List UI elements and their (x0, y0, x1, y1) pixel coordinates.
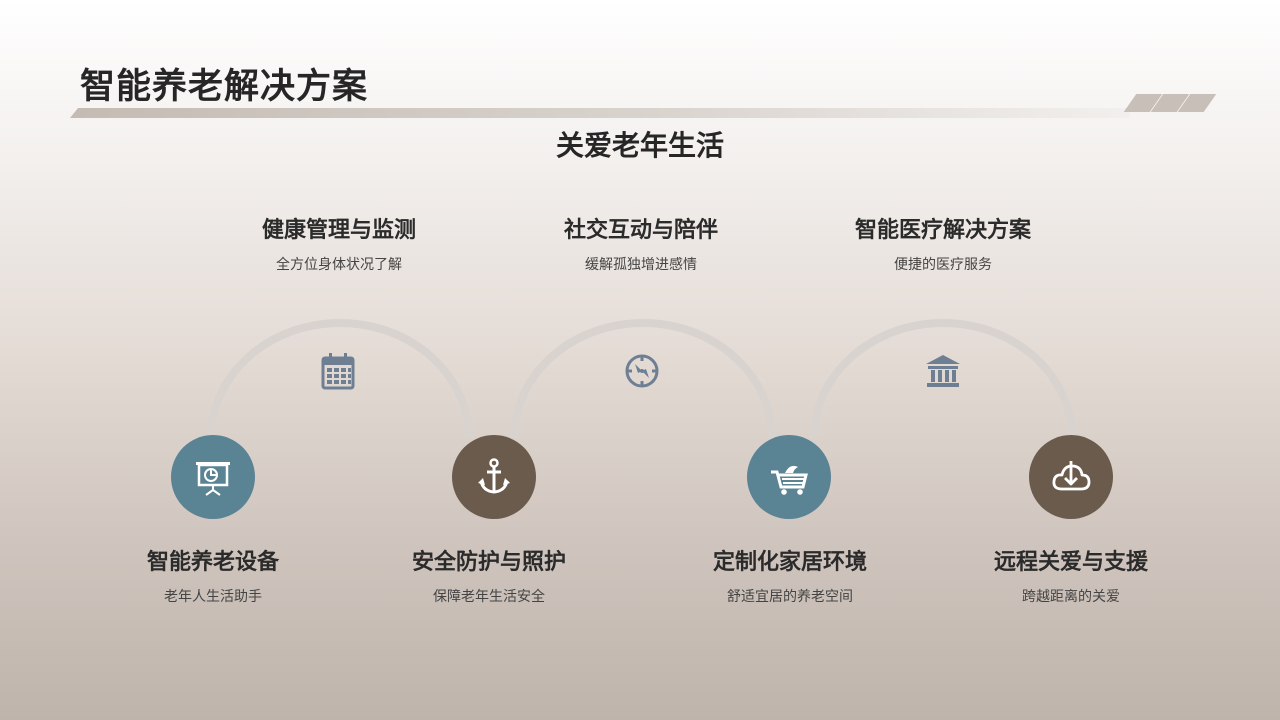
bank-icon (923, 351, 963, 391)
presentation-chart-icon (196, 462, 230, 496)
subtitle: 关爱老年生活 (555, 129, 724, 162)
title-underline (70, 108, 1130, 118)
bottom-item-desc: 舒适宜居的养老空间 (727, 589, 853, 605)
calendar-icon (318, 351, 358, 391)
page-title: 智能养老解决方案 (80, 67, 369, 107)
top-item-heading: 智能医疗解决方案 (854, 218, 1031, 243)
connector-arc (810, 319, 1076, 439)
node-smart-device (171, 435, 255, 519)
top-item-heading: 健康管理与监测 (261, 218, 416, 243)
node-custom-home (747, 435, 831, 519)
top-item-medical: 智能医疗解决方案 便捷的医疗服务 (793, 212, 1093, 274)
compass-icon (622, 351, 662, 391)
bottom-item-heading: 定制化家居环境 (712, 550, 867, 575)
bottom-item-heading: 远程关爱与支援 (993, 550, 1148, 575)
bottom-item-safety: 安全防护与照护 保障老年生活安全 (339, 544, 639, 606)
bottom-item-desc: 保障老年生活安全 (433, 589, 545, 605)
shopping-cart-icon (771, 465, 808, 495)
top-item-health: 健康管理与监测 全方位身体状况了解 (189, 212, 489, 274)
top-item-desc: 全方位身体状况了解 (276, 257, 402, 273)
bottom-item-home: 定制化家居环境 舒适宜居的养老空间 (640, 544, 940, 606)
top-item-desc: 缓解孤独增进感情 (585, 257, 697, 273)
bottom-item-remote: 远程关爱与支援 跨越距离的关爱 (921, 544, 1221, 606)
connector-arc (207, 319, 473, 439)
node-safety (452, 435, 536, 519)
bottom-item-desc: 老年人生活助手 (164, 589, 262, 605)
bottom-item-heading: 安全防护与照护 (411, 550, 566, 575)
anchor-icon (478, 458, 510, 494)
node-remote-care (1029, 435, 1113, 519)
bottom-item-heading: 智能养老设备 (146, 550, 279, 575)
connector-arc (510, 319, 776, 439)
bottom-item-desc: 跨越距离的关爱 (1022, 589, 1120, 605)
bottom-item-device: 智能养老设备 老年人生活助手 (63, 544, 363, 606)
cloud-download-icon (1052, 461, 1091, 491)
top-item-heading: 社交互动与陪伴 (563, 218, 718, 243)
top-item-social: 社交互动与陪伴 缓解孤独增进感情 (491, 212, 791, 274)
top-item-desc: 便捷的医疗服务 (894, 257, 992, 273)
